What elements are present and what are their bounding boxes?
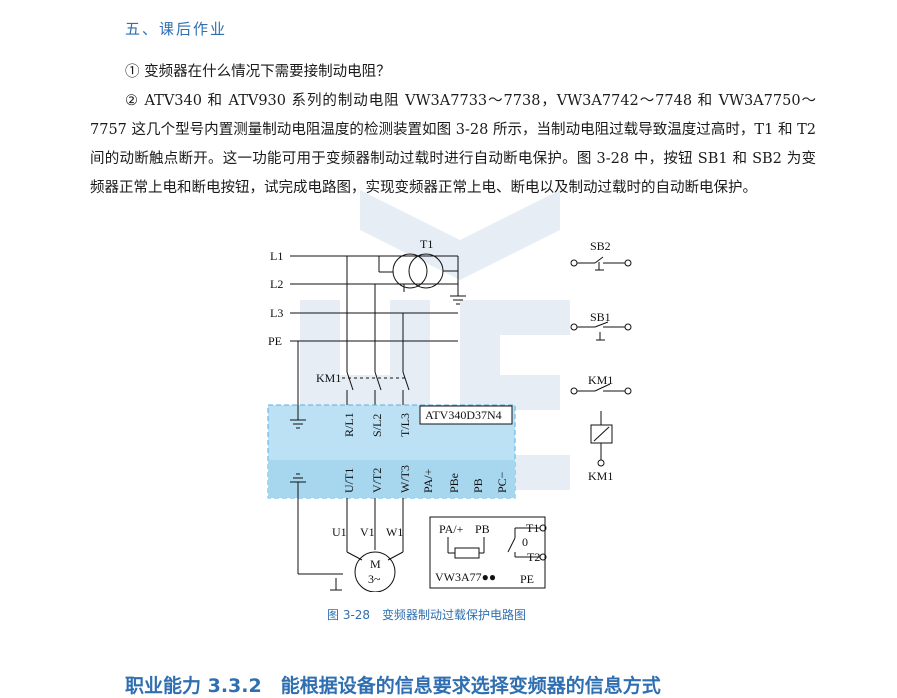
line-label-pe: PE <box>268 334 282 348</box>
line-label-l3: L3 <box>270 306 283 320</box>
motor-phase-label: 3~ <box>368 572 381 586</box>
transformer-label: T1 <box>420 237 433 251</box>
circuit-diagram: L1 L2 L3 PE T1 KM1 ATV340D37N4 R/L1 S/L2… <box>267 237 632 592</box>
terminal-w-t3: W/T3 <box>398 465 412 493</box>
contactor-label: KM1 <box>316 371 341 385</box>
section-title: 五、课后作业 <box>125 20 228 38</box>
terminal-v-t2: V/T2 <box>370 468 384 493</box>
drive-model-label: ATV340D37N4 <box>425 408 502 422</box>
question-2: ② ATV340 和 ATV930 系列的制动电阻 VW3A7733～7738，… <box>90 93 816 196</box>
km1-contact-label: KM1 <box>588 373 613 387</box>
resistor-zero-label: 0 <box>522 535 528 549</box>
question-1: ① 变频器在什么情况下需要接制动电阻？ <box>125 64 391 80</box>
km1-coil-label: KM1 <box>588 469 613 483</box>
button-sb1-label: SB1 <box>590 310 611 324</box>
resistor-pe-label: PE <box>520 572 534 586</box>
resistor-t1-label: T1 <box>526 521 539 535</box>
motor-lead-w1: W1 <box>386 525 403 539</box>
motor-lead-u1: U1 <box>332 525 347 539</box>
terminal-pbe: PBe <box>447 473 461 493</box>
terminal-s-l2: S/L2 <box>370 414 384 437</box>
terminal-pa: PA/+ <box>421 468 435 493</box>
line-label-l2: L2 <box>270 277 283 291</box>
resistor-t2-label: T2 <box>527 550 540 564</box>
resistor-pa-label: PA/+ <box>439 522 464 536</box>
resistor-pb-label: PB <box>475 522 490 536</box>
resistor-model-label: VW3A77●● <box>435 570 496 584</box>
terminal-r-l1: R/L1 <box>342 412 356 437</box>
terminal-t-l3: T/L3 <box>398 413 412 437</box>
line-label-l1: L1 <box>270 249 283 263</box>
button-sb2-label: SB2 <box>590 239 611 253</box>
motor-lead-v1: V1 <box>360 525 375 539</box>
motor-label: M <box>370 557 381 571</box>
terminal-u-t1: U/T1 <box>342 468 356 493</box>
terminal-pc: PC− <box>495 471 509 493</box>
terminal-pb: PB <box>471 478 485 493</box>
figure-caption: 图 3-28 变频器制动过载保护电路图 <box>327 608 527 622</box>
